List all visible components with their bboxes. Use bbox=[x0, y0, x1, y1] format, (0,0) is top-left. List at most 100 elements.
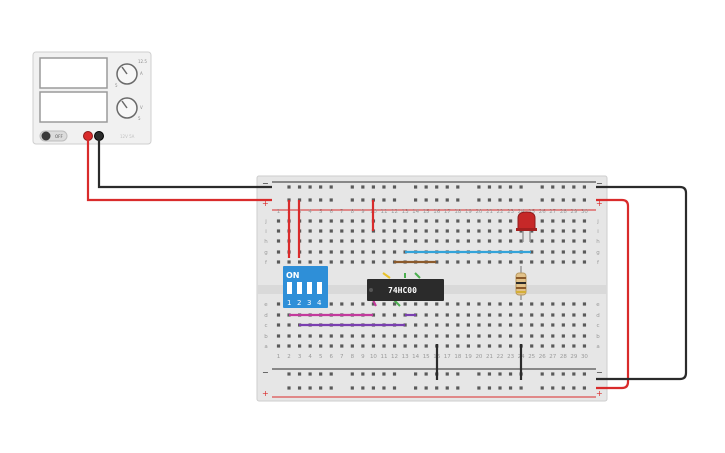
breadboard-hole[interactable] bbox=[445, 344, 449, 348]
breadboard-hole[interactable] bbox=[498, 344, 502, 348]
breadboard-hole[interactable] bbox=[561, 219, 565, 223]
breadboard-hole[interactable] bbox=[456, 344, 460, 348]
breadboard-hole[interactable] bbox=[340, 229, 344, 233]
breadboard-hole[interactable] bbox=[551, 386, 555, 390]
breadboard-hole[interactable] bbox=[371, 185, 375, 189]
breadboard-hole[interactable] bbox=[477, 239, 481, 243]
breadboard-hole[interactable] bbox=[530, 313, 534, 317]
breadboard-hole[interactable] bbox=[509, 239, 513, 243]
breadboard-hole[interactable] bbox=[392, 229, 397, 233]
breadboard-hole[interactable] bbox=[414, 219, 418, 223]
negative-terminal[interactable] bbox=[94, 131, 104, 141]
breadboard-hole[interactable] bbox=[319, 219, 323, 223]
breadboard-hole[interactable] bbox=[371, 239, 376, 243]
breadboard-hole[interactable] bbox=[382, 229, 386, 233]
wire-green[interactable] bbox=[414, 272, 421, 279]
breadboard-hole[interactable] bbox=[551, 313, 555, 317]
breadboard-hole[interactable] bbox=[287, 323, 291, 327]
breadboard-hole[interactable] bbox=[551, 219, 555, 223]
breadboard-hole[interactable] bbox=[308, 239, 312, 243]
breadboard-hole[interactable] bbox=[582, 219, 587, 223]
breadboard-hole[interactable] bbox=[445, 185, 449, 189]
breadboard-hole[interactable] bbox=[551, 302, 555, 306]
breadboard-hole[interactable] bbox=[414, 239, 418, 243]
breadboard-hole[interactable] bbox=[456, 229, 460, 233]
breadboard-hole[interactable] bbox=[297, 185, 302, 189]
breadboard-hole[interactable] bbox=[508, 372, 513, 376]
breadboard-hole[interactable] bbox=[540, 386, 544, 390]
led[interactable] bbox=[516, 211, 537, 242]
breadboard-hole[interactable] bbox=[329, 229, 333, 233]
breadboard-hole[interactable] bbox=[340, 334, 344, 338]
breadboard-hole[interactable] bbox=[540, 323, 544, 327]
breadboard-hole[interactable] bbox=[561, 386, 565, 390]
breadboard-hole[interactable] bbox=[561, 302, 565, 306]
breadboard-hole[interactable] bbox=[519, 302, 523, 306]
breadboard-hole[interactable] bbox=[287, 260, 291, 264]
breadboard-hole[interactable] bbox=[392, 313, 397, 317]
breadboard-hole[interactable] bbox=[361, 185, 365, 189]
breadboard-hole[interactable] bbox=[392, 239, 397, 243]
breadboard-hole[interactable] bbox=[371, 386, 375, 390]
breadboard-hole[interactable] bbox=[540, 313, 544, 317]
breadboard-hole[interactable] bbox=[530, 344, 534, 348]
positive-terminal[interactable] bbox=[83, 131, 93, 141]
breadboard-hole[interactable] bbox=[403, 229, 407, 233]
breadboard-hole[interactable] bbox=[561, 198, 565, 202]
breadboard-hole[interactable] bbox=[498, 219, 502, 223]
breadboard-hole[interactable] bbox=[371, 250, 376, 254]
breadboard-hole[interactable] bbox=[582, 229, 587, 233]
breadboard-hole[interactable] bbox=[540, 229, 544, 233]
breadboard-hole[interactable] bbox=[414, 323, 418, 327]
breadboard-hole[interactable] bbox=[582, 386, 586, 390]
breadboard-hole[interactable] bbox=[403, 302, 407, 306]
breadboard-hole[interactable] bbox=[561, 185, 565, 189]
breadboard-hole[interactable] bbox=[582, 344, 587, 348]
breadboard-hole[interactable] bbox=[551, 334, 555, 338]
breadboard-hole[interactable] bbox=[350, 229, 354, 233]
breadboard-hole[interactable] bbox=[487, 219, 492, 223]
breadboard-hole[interactable] bbox=[530, 260, 534, 264]
breadboard-hole[interactable] bbox=[540, 198, 544, 202]
breadboard-hole[interactable] bbox=[540, 372, 544, 376]
dip-toggle-3[interactable] bbox=[307, 282, 312, 294]
ic-chip-74hc00[interactable]: 74HC00 bbox=[367, 279, 444, 301]
breadboard-hole[interactable] bbox=[308, 250, 312, 254]
breadboard-hole[interactable] bbox=[308, 372, 312, 376]
breadboard-hole[interactable] bbox=[519, 313, 523, 317]
breadboard-hole[interactable] bbox=[551, 323, 555, 327]
breadboard-hole[interactable] bbox=[319, 185, 323, 189]
breadboard-hole[interactable] bbox=[361, 198, 365, 202]
breadboard-hole[interactable] bbox=[350, 239, 354, 243]
breadboard-hole[interactable] bbox=[276, 313, 281, 317]
breadboard-hole[interactable] bbox=[561, 260, 565, 264]
breadboard-hole[interactable] bbox=[392, 302, 397, 306]
breadboard-hole[interactable] bbox=[477, 198, 481, 202]
breadboard-hole[interactable] bbox=[435, 239, 439, 243]
breadboard-hole[interactable] bbox=[403, 334, 407, 338]
breadboard-hole[interactable] bbox=[582, 250, 587, 254]
breadboard-hole[interactable] bbox=[424, 334, 428, 338]
breadboard-hole[interactable] bbox=[414, 334, 418, 338]
breadboard-hole[interactable] bbox=[329, 250, 333, 254]
breadboard-hole[interactable] bbox=[466, 344, 470, 348]
breadboard-hole[interactable] bbox=[477, 372, 481, 376]
breadboard-hole[interactable] bbox=[466, 229, 470, 233]
breadboard-hole[interactable] bbox=[403, 219, 407, 223]
breadboard-hole[interactable] bbox=[319, 334, 323, 338]
breadboard-hole[interactable] bbox=[466, 302, 470, 306]
breadboard-hole[interactable] bbox=[319, 250, 323, 254]
breadboard-hole[interactable] bbox=[308, 260, 312, 264]
breadboard-hole[interactable] bbox=[424, 219, 428, 223]
breadboard-hole[interactable] bbox=[487, 239, 492, 243]
breadboard-hole[interactable] bbox=[509, 219, 513, 223]
breadboard-hole[interactable] bbox=[392, 386, 397, 390]
breadboard-hole[interactable] bbox=[445, 302, 449, 306]
power-supply[interactable]: 12.5 A 5 V 5 OFF 12V 5A bbox=[32, 51, 152, 145]
breadboard-hole[interactable] bbox=[445, 313, 449, 317]
breadboard-hole[interactable] bbox=[445, 239, 449, 243]
breadboard-hole[interactable] bbox=[276, 229, 281, 233]
breadboard-hole[interactable] bbox=[477, 219, 481, 223]
breadboard-hole[interactable] bbox=[466, 260, 470, 264]
